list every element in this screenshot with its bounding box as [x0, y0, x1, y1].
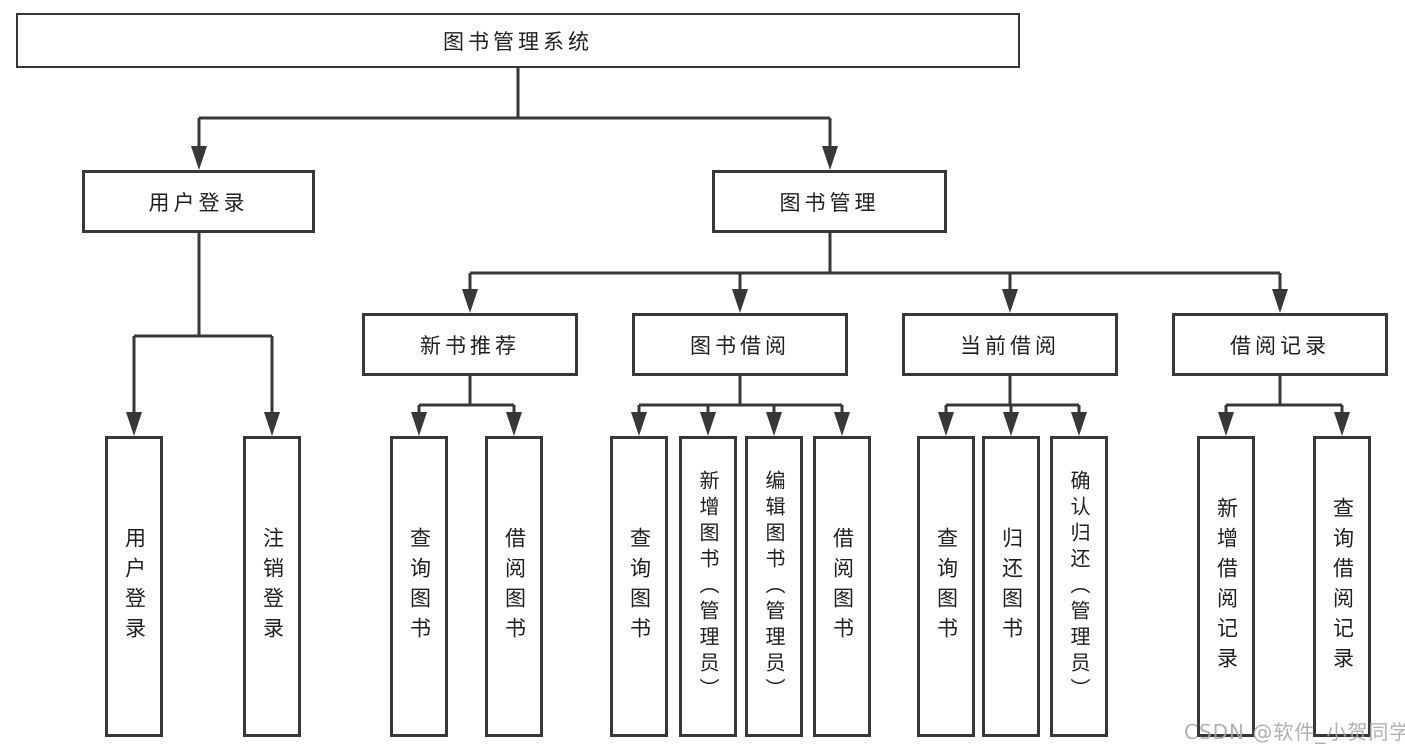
node-label: 图书管理 — [779, 190, 880, 215]
node-book-borrowing: 图书借阅 — [632, 313, 848, 376]
leaf-label: 查询图书 — [627, 526, 652, 647]
leaf-return-books: 归还图书 — [982, 436, 1040, 737]
leaf-edit-books-admin: 编辑图书（管理员） — [745, 436, 803, 737]
leaf-query-borrow-record: 查询借阅记录 — [1313, 436, 1371, 737]
leaf-label: 查询图书 — [934, 526, 959, 647]
leaf-label: 归还图书 — [999, 526, 1024, 647]
node-borrow-records: 借阅记录 — [1172, 313, 1388, 376]
connector-root-to-level2 — [191, 68, 838, 170]
connector-user-login-to-leaves — [126, 233, 280, 436]
leaf-label: 确认归还（管理员） — [1067, 469, 1091, 704]
leaf-label: 借阅图书 — [502, 526, 527, 647]
leaf-borrow-books-2: 借阅图书 — [813, 436, 871, 737]
leaf-label: 新增借阅记录 — [1214, 496, 1239, 677]
connector-borrow-to-leaves — [631, 376, 850, 436]
leaf-label: 查询借阅记录 — [1330, 496, 1355, 677]
leaf-add-borrow-record: 新增借阅记录 — [1197, 436, 1255, 737]
connector-current-to-leaves — [938, 376, 1087, 436]
leaf-query-books-2: 查询图书 — [610, 436, 668, 737]
leaf-label: 编辑图书（管理员） — [762, 469, 786, 704]
leaf-user-login: 用户登录 — [105, 436, 163, 737]
connector-new-book-to-leaves — [411, 376, 522, 436]
csdn-watermark: CSDN @软件_小贺同学 — [1184, 720, 1405, 744]
connector-records-to-leaves — [1218, 376, 1350, 436]
leaf-logout: 注销登录 — [243, 436, 301, 737]
leaf-label: 注销登录 — [260, 526, 285, 647]
leaf-confirm-return-admin: 确认归还（管理员） — [1050, 436, 1108, 737]
node-label: 新书推荐 — [420, 333, 520, 358]
node-label: 当前借阅 — [960, 333, 1060, 358]
leaf-label: 新增图书（管理员） — [696, 469, 720, 704]
node-book-management: 图书管理 — [712, 170, 947, 233]
leaf-borrow-books-1: 借阅图书 — [485, 436, 543, 737]
leaf-query-books-3: 查询图书 — [917, 436, 975, 737]
node-new-book-recommend: 新书推荐 — [362, 313, 578, 376]
leaf-label: 借阅图书 — [830, 526, 855, 647]
node-current-borrowing: 当前借阅 — [902, 313, 1118, 376]
node-label: 用户登录 — [148, 190, 249, 215]
node-label: 图书管理系统 — [443, 29, 593, 54]
connector-book-mgmt-to-level3 — [462, 233, 1288, 313]
leaf-add-books-admin: 新增图书（管理员） — [679, 436, 737, 737]
leaf-query-books-1: 查询图书 — [390, 436, 448, 737]
node-user-login: 用户登录 — [82, 170, 315, 233]
node-label: 图书借阅 — [690, 333, 790, 358]
leaf-label: 查询图书 — [407, 526, 432, 647]
node-library-system: 图书管理系统 — [16, 13, 1020, 68]
node-label: 借阅记录 — [1230, 333, 1330, 358]
leaf-label: 用户登录 — [122, 526, 147, 647]
